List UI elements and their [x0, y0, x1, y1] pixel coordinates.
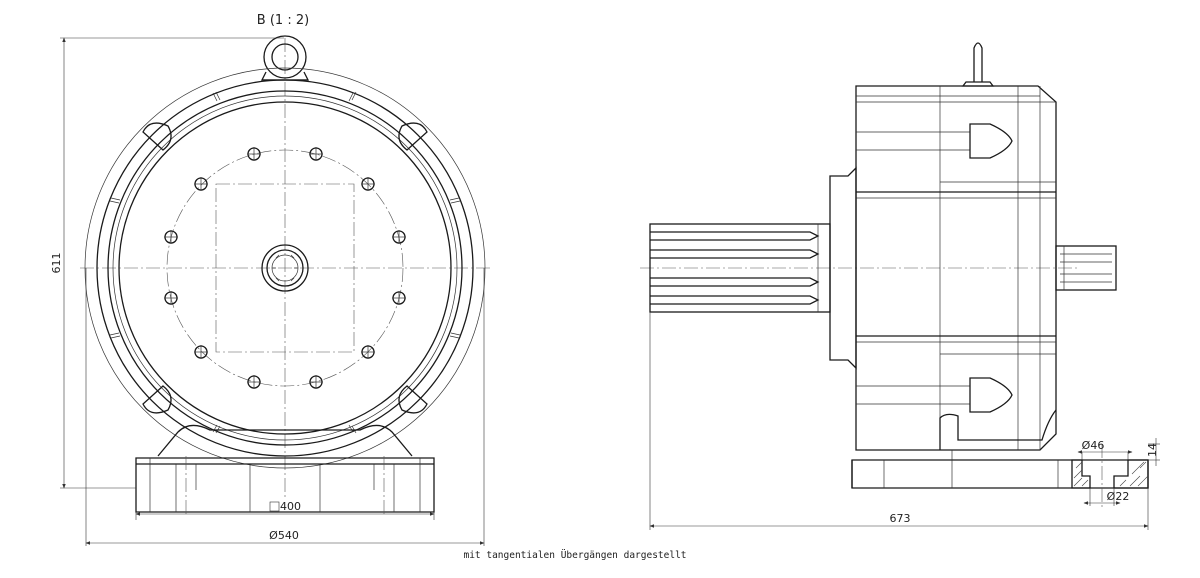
side-housing — [855, 85, 1057, 451]
view-title: B (1 : 2) — [257, 13, 309, 28]
length-label: 673 — [890, 512, 911, 525]
square-symbol — [269, 501, 280, 512]
bolt-circle — [166, 149, 404, 387]
front-view: B (1 : 2) — [50, 13, 490, 546]
hole-dimensions: Ø46 14 Ø22 — [1077, 438, 1160, 506]
square-dimension: 400 — [135, 500, 435, 520]
output-shaft — [649, 223, 831, 313]
corner-bosses — [142, 122, 428, 414]
input-shaft — [1055, 245, 1117, 291]
height-label: 611 — [50, 253, 63, 274]
side-bolt-bosses — [969, 123, 1013, 413]
hole-top-label: Ø46 — [1082, 439, 1105, 452]
side-lifting-eye — [961, 42, 995, 87]
diameter-dimension: Ø540 — [85, 268, 485, 546]
flange-circle — [84, 67, 486, 469]
drawing-note: mit tangentialen Übergängen dargestellt — [463, 550, 686, 561]
diameter-label: Ø540 — [269, 529, 299, 542]
length-dimension: 673 — [649, 312, 1149, 530]
inner-construction-rect — [215, 183, 355, 353]
hole-bottom-label: Ø22 — [1107, 490, 1130, 503]
ring-clips — [109, 91, 461, 434]
housing-body — [96, 79, 474, 457]
square-label: 400 — [280, 500, 301, 513]
hole-depth-label: 14 — [1146, 443, 1159, 457]
shaft-end — [261, 244, 309, 292]
bolt-holes — [164, 147, 406, 389]
side-view: Ø46 14 Ø22 673 — [640, 42, 1160, 530]
height-dimension: 611 — [50, 37, 284, 489]
side-flange — [829, 166, 857, 370]
